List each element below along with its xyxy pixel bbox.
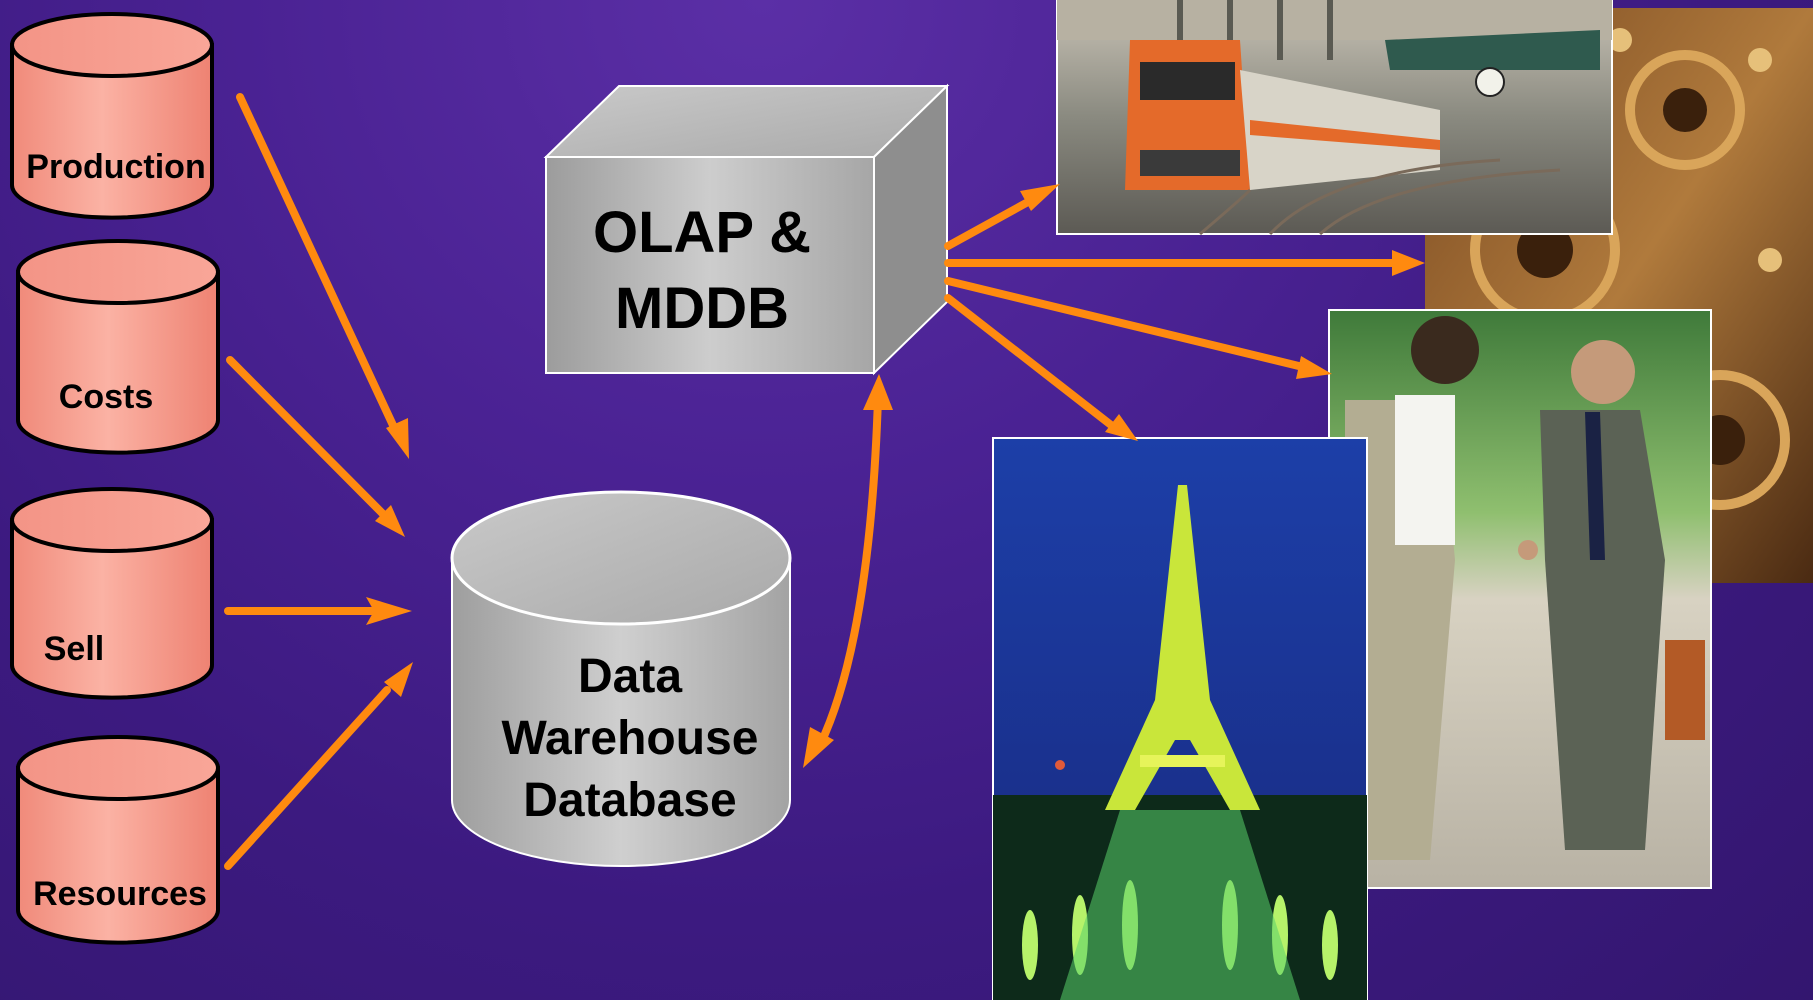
arrowhead-gears xyxy=(1392,250,1425,276)
arrowhead-train xyxy=(1020,184,1060,211)
arrow-olap-to-handshake xyxy=(944,277,1311,372)
arrow-production-to-warehouse xyxy=(236,93,402,440)
olap-label-line1: OLAP & xyxy=(593,200,811,265)
arrowhead-resources xyxy=(384,662,413,697)
source-cylinder-costs: Costs xyxy=(16,239,220,455)
source-label-sell: Sell xyxy=(44,630,104,668)
source-cylinder-resources: Resources xyxy=(16,735,220,945)
photo-train-station xyxy=(1056,0,1613,236)
olap-mddb-box: OLAP & MDDB xyxy=(543,83,950,376)
warehouse-label-line3: Database xyxy=(523,774,736,827)
arrow-resources-to-warehouse xyxy=(224,686,391,870)
olap-label-line2: MDDB xyxy=(615,276,789,341)
arrowhead-warehouse-up xyxy=(863,374,893,410)
arrow-warehouse-olap-bidirectional xyxy=(816,394,882,749)
source-label-production: Production xyxy=(26,148,205,186)
arrowhead-handshake xyxy=(1296,356,1332,379)
warehouse-label-line2: Warehouse xyxy=(502,712,759,765)
arrowhead-sell xyxy=(366,597,412,625)
arrow-olap-to-train xyxy=(944,193,1041,250)
source-cylinder-production: Production xyxy=(10,12,214,220)
source-label-costs: Costs xyxy=(59,378,153,416)
arrowhead-eiffel xyxy=(1105,414,1138,441)
arrow-olap-to-eiffel xyxy=(944,294,1115,429)
arrowhead-warehouse-down xyxy=(803,727,834,768)
photo-eiffel-tower xyxy=(992,437,1368,1000)
arrowhead-production xyxy=(386,418,409,459)
source-label-resources: Resources xyxy=(33,875,207,913)
arrow-costs-to-warehouse xyxy=(226,356,390,521)
data-warehouse-cylinder: Data Warehouse Database xyxy=(450,490,792,867)
arrowhead-costs xyxy=(375,505,405,537)
source-cylinder-sell: Sell xyxy=(10,487,214,700)
warehouse-label-line1: Data xyxy=(578,650,682,703)
photo-handshake xyxy=(1328,309,1712,889)
